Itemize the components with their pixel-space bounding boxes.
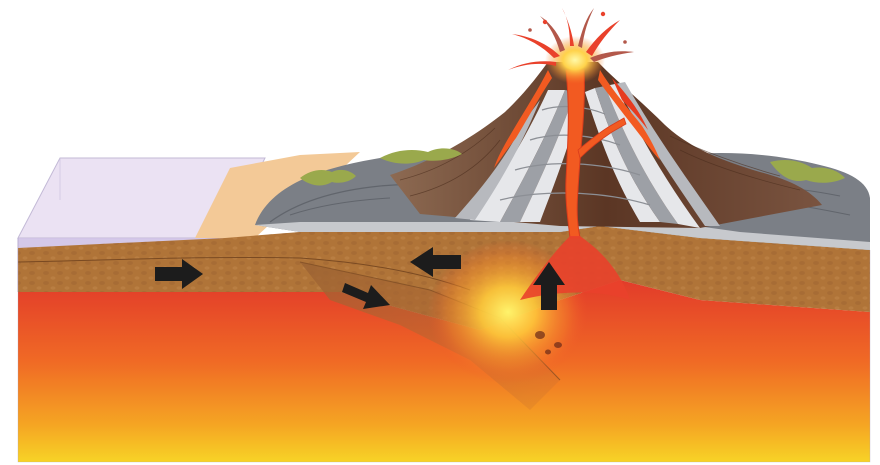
subduction-volcano-diagram xyxy=(0,0,880,465)
cross-section-svg xyxy=(0,0,880,465)
